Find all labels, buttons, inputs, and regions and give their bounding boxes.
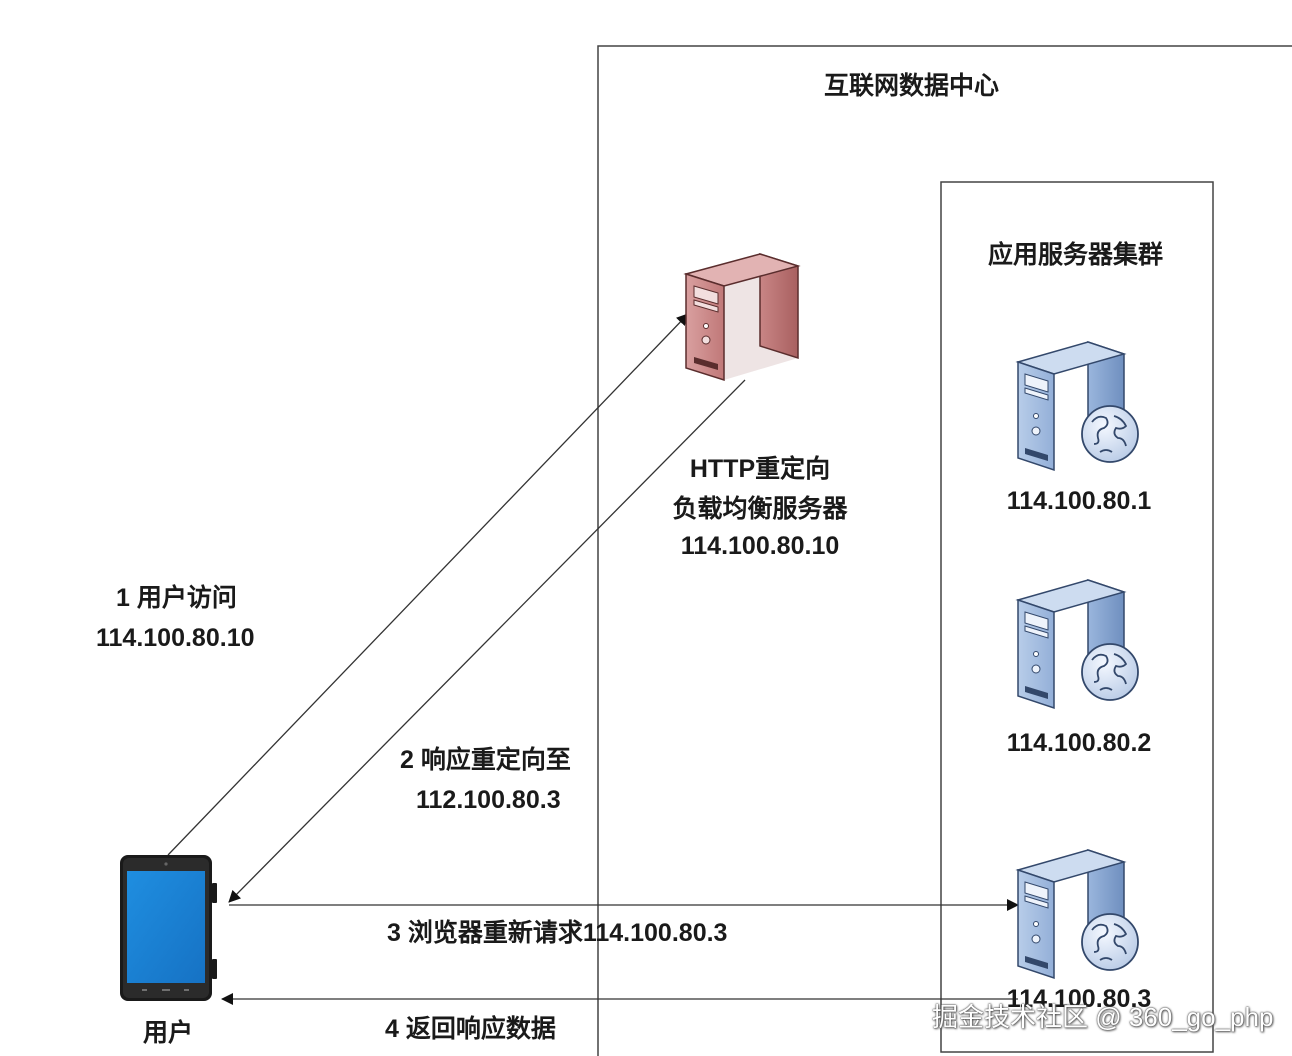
server3-ip: 114.100.80.3 — [1006, 985, 1152, 1013]
step4-label: 4 返回响应数据 — [385, 1015, 556, 1043]
web-server-globe-icon — [1015, 578, 1139, 710]
step1-ip: 114.100.80.10 — [96, 624, 255, 652]
user-label: 用户 — [142, 1019, 194, 1047]
datacenter-title: 互联网数据中心 — [824, 72, 1000, 100]
server2-ip: 114.100.80.2 — [1006, 729, 1152, 757]
cluster-title: 应用服务器集群 — [988, 241, 1164, 269]
web-server-globe-icon — [1015, 340, 1139, 472]
step1-label: 1 用户访问 — [116, 584, 237, 612]
step1-arrow — [167, 313, 689, 856]
lb-ip: 114.100.80.10 — [680, 532, 840, 560]
step2-ip: 112.100.80.3 — [416, 786, 561, 814]
tablet-phone-icon — [120, 855, 217, 1001]
watermark: 掘金技术社区 @ 360_go_php — [932, 1002, 1274, 1032]
lb-label-line1: HTTP重定向 — [689, 455, 831, 483]
lb-label-line2: 负载均衡服务器 — [672, 495, 848, 523]
server-tower-icon — [683, 252, 801, 382]
web-server-globe-icon — [1015, 848, 1139, 980]
step2-arrow — [228, 379, 746, 903]
datacenter-boundary — [597, 45, 1292, 1056]
server1-ip: 114.100.80.1 — [1006, 487, 1152, 515]
cluster-boundary — [940, 181, 1214, 1053]
step2-label: 2 响应重定向至 — [400, 746, 571, 774]
step3-label: 3 浏览器重新请求114.100.80.3 — [387, 919, 728, 947]
